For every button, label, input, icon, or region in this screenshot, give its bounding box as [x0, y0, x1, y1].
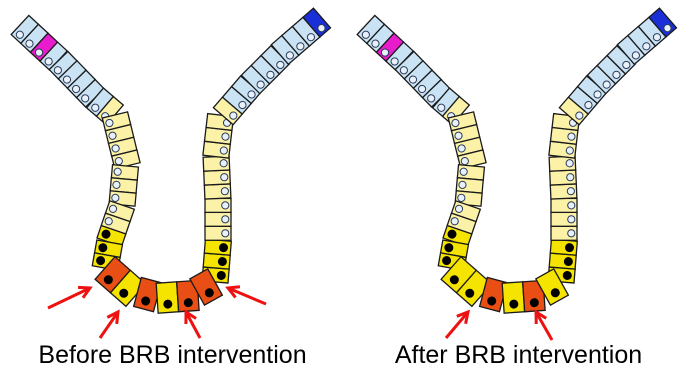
crypt-cell-nucleus: [221, 173, 229, 181]
crypt-cell: [550, 239, 577, 255]
crypt-diagram-after: [346, 0, 691, 384]
panel-before: Before BRB intervention: [0, 0, 345, 384]
crypt-cell: [204, 170, 231, 185]
crypt-cell-nucleus: [222, 216, 229, 223]
crypt-cell: [551, 198, 577, 212]
crypt-cell-nucleus: [460, 168, 468, 176]
crypt-cell: [551, 212, 577, 226]
red-arrow-icon: [48, 287, 90, 308]
crypt-base-cell: [156, 282, 178, 313]
crypt-cell-nucleus: [568, 202, 575, 209]
crypt-cell-nucleus: [566, 147, 574, 155]
crypt-cell-nucleus: [568, 230, 575, 237]
panel-after: After BRB intervention: [346, 0, 691, 384]
crypt-cell-nucleus: [221, 187, 229, 195]
crypt-cell-nucleus: [113, 181, 121, 189]
caption-before: Before BRB intervention: [0, 341, 345, 370]
crypt-base-cell: [502, 282, 524, 313]
crypt-cell-nucleus: [567, 133, 575, 141]
crypt-cells: [11, 8, 330, 313]
crypt-cell-nucleus: [222, 202, 229, 209]
crypt-cell-nucleus: [566, 160, 574, 168]
crypt-cell-nucleus: [222, 230, 229, 237]
red-arrow-icon: [446, 312, 468, 338]
crypt-cell-nucleus: [221, 133, 229, 141]
crypt-diagram-before: [0, 0, 345, 384]
crypt-cell-nucleus: [457, 194, 465, 202]
crypt-cell: [204, 184, 231, 199]
crypt-cell: [205, 212, 231, 226]
caption-after: After BRB intervention: [346, 341, 691, 370]
crypt-cell-nucleus: [220, 160, 228, 168]
crypt-cell: [550, 184, 577, 199]
red-arrow-icon: [186, 312, 200, 338]
crypt-cell-nucleus: [567, 173, 575, 181]
crypt-cell: [550, 170, 577, 185]
crypt-cell-nucleus: [459, 181, 467, 189]
crypt-cell: [204, 239, 231, 255]
crypt-cell-nucleus: [111, 194, 119, 202]
arrow-group: [446, 312, 552, 340]
crypt-cell-nucleus: [568, 216, 575, 223]
crypt-cells: [357, 8, 676, 313]
crypt-cell-nucleus: [220, 147, 228, 155]
red-arrow-icon: [100, 312, 118, 338]
crypt-cell-nucleus: [114, 168, 122, 176]
red-arrow-icon: [228, 287, 266, 304]
crypt-cell: [205, 226, 231, 240]
crypt-cell: [551, 226, 577, 240]
red-arrow-icon: [536, 312, 552, 340]
crypt-cell: [205, 198, 231, 212]
crypt-cell-nucleus: [567, 187, 575, 195]
